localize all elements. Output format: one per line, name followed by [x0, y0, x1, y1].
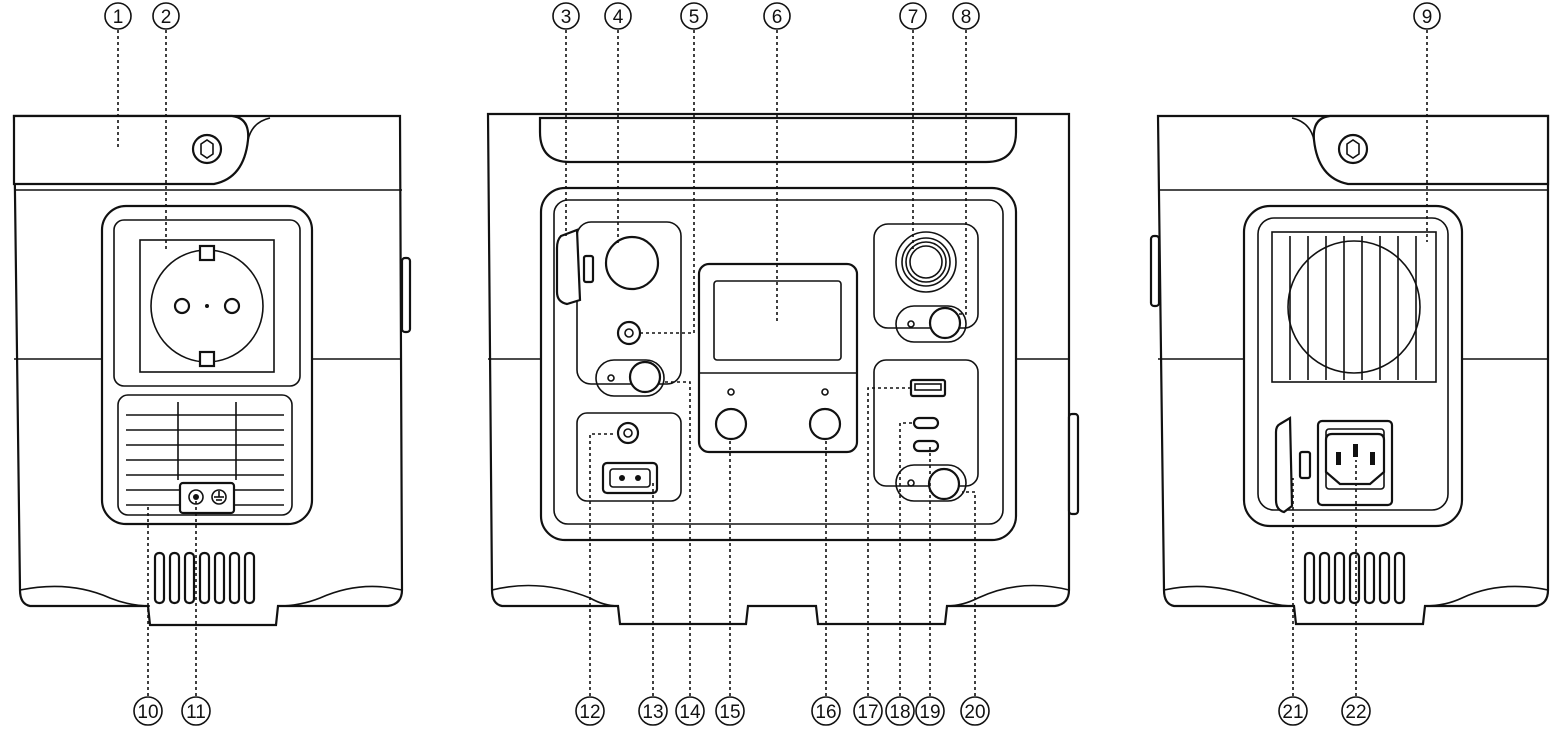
callout-5: 5	[680, 2, 708, 30]
svg-text:9: 9	[1422, 7, 1433, 28]
ac-power-button[interactable]	[808, 407, 842, 441]
input-module	[576, 412, 682, 502]
callout-1: 1	[104, 2, 132, 30]
svg-text:6: 6	[772, 7, 783, 28]
callout-20: 20	[960, 696, 990, 726]
callout-11: 11	[181, 696, 211, 726]
svg-text:5: 5	[689, 7, 700, 28]
usb-c-port-1[interactable]	[912, 416, 940, 430]
ground-terminal-icon[interactable]	[178, 481, 236, 515]
rubber-port-cover[interactable]	[555, 228, 595, 306]
led-light-icon	[895, 231, 957, 293]
ac-outlet-panel	[100, 204, 314, 526]
callout-15: 15	[715, 696, 745, 726]
svg-text:4: 4	[613, 7, 624, 28]
svg-text:12: 12	[579, 702, 600, 723]
svg-text:3: 3	[561, 7, 572, 28]
svg-text:7: 7	[908, 7, 919, 28]
usb-module	[873, 359, 979, 502]
ac-input-cover[interactable]	[1274, 416, 1312, 514]
callout-16: 16	[811, 696, 841, 726]
callout-14: 14	[675, 696, 705, 726]
callout-9: 9	[1413, 2, 1441, 30]
usb-power-button[interactable]	[927, 467, 961, 501]
svg-text:18: 18	[889, 702, 910, 723]
lcd-display	[697, 262, 859, 454]
callout-22: 22	[1341, 696, 1371, 726]
main-power-button[interactable]	[714, 407, 748, 441]
usb-c-port-2[interactable]	[912, 439, 940, 453]
svg-text:22: 22	[1345, 702, 1366, 723]
svg-text:17: 17	[857, 702, 878, 723]
callout-8: 8	[952, 2, 980, 30]
svg-text:2: 2	[161, 7, 172, 28]
left-side-view	[12, 114, 412, 627]
hex-bolt-icon	[191, 133, 223, 165]
callout-6: 6	[763, 2, 791, 30]
right-side-view	[1149, 114, 1550, 626]
svg-text:19: 19	[919, 702, 940, 723]
callout-10: 10	[133, 696, 163, 726]
light-module	[873, 223, 979, 343]
cigarette-lighter-socket[interactable]	[604, 235, 660, 291]
bottom-vent-slots	[153, 551, 256, 605]
leader-lines	[117, 30, 1428, 696]
svg-text:1: 1	[113, 7, 124, 28]
front-handle[interactable]	[538, 116, 1018, 164]
callout-18: 18	[885, 696, 915, 726]
svg-text:20: 20	[964, 702, 985, 723]
callout-19: 19	[915, 696, 945, 726]
dc-power-button[interactable]	[628, 360, 662, 394]
callout-7: 7	[899, 2, 927, 30]
bottom-vent-slots-right	[1303, 551, 1406, 605]
svg-text:11: 11	[186, 702, 206, 723]
front-view	[486, 112, 1080, 626]
ac-input-iec-socket[interactable]	[1316, 419, 1394, 507]
svg-text:21: 21	[1282, 702, 1303, 723]
callout-2: 2	[152, 2, 180, 30]
light-button[interactable]	[928, 306, 962, 340]
usb-a-port[interactable]	[909, 378, 947, 398]
svg-text:16: 16	[815, 702, 836, 723]
carry-handle[interactable]	[12, 114, 271, 186]
hex-bolt-icon	[1337, 133, 1369, 165]
callout-21: 21	[1278, 696, 1308, 726]
charge-input-port[interactable]	[616, 421, 640, 445]
callout-13: 13	[638, 696, 668, 726]
xt60-input-port[interactable]	[601, 461, 659, 495]
cooling-fan-grille	[1271, 231, 1437, 383]
svg-text:14: 14	[679, 702, 701, 723]
svg-text:15: 15	[719, 702, 740, 723]
callout-12: 12	[575, 696, 605, 726]
svg-text:13: 13	[642, 702, 663, 723]
carry-handle-right[interactable]	[1291, 114, 1550, 186]
svg-text:8: 8	[961, 7, 972, 28]
eu-socket-icon[interactable]	[150, 244, 264, 368]
callout-3: 3	[552, 2, 580, 30]
callout-17: 17	[853, 696, 883, 726]
callout-4: 4	[604, 2, 632, 30]
svg-text:10: 10	[137, 702, 158, 723]
dc5521-port[interactable]	[616, 320, 642, 346]
